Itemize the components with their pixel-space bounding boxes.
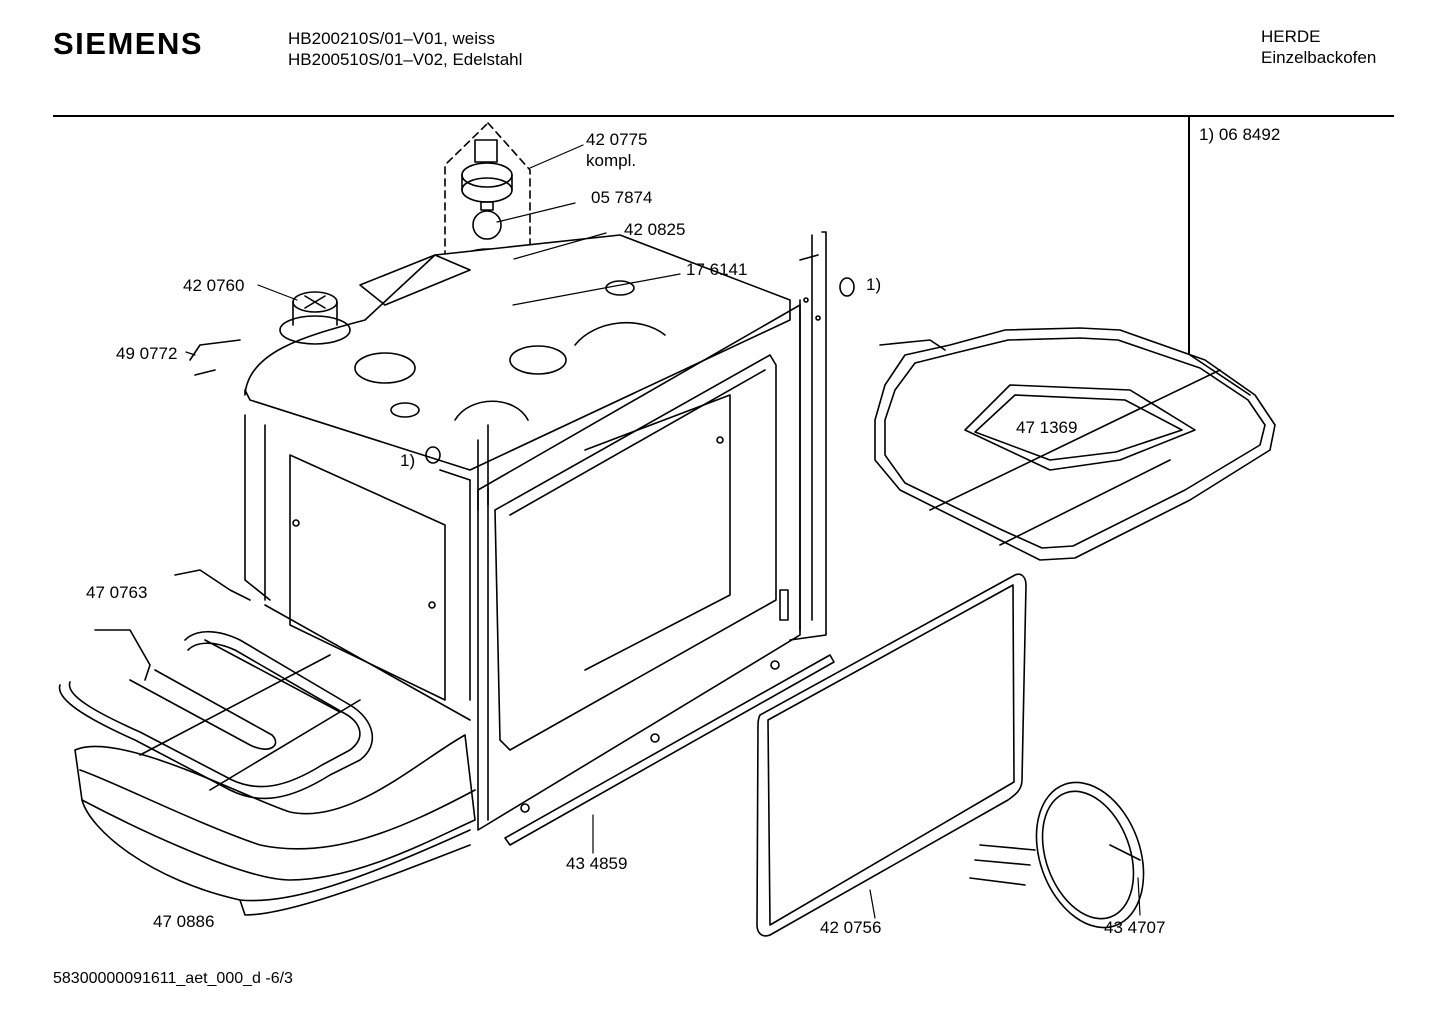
part-label-057874: 05 7874: [591, 188, 653, 207]
top-heating-element: [874, 327, 1276, 561]
screw-ref-left: [425, 446, 441, 464]
part-label-420756: 42 0756: [820, 918, 882, 937]
door-gasket: [756, 573, 1027, 937]
part-label-470763: 47 0763: [86, 583, 148, 602]
part-label-ref1-top: 1): [866, 275, 882, 294]
part-label-420775: 42 0775: [586, 130, 648, 149]
part-label-470886: 47 0886: [153, 912, 215, 931]
bottom-heating-element: [58, 569, 374, 800]
part-label-176141: 17 6141: [686, 260, 748, 279]
part-label-ref1-left: 1): [400, 451, 416, 470]
leader-lines: [185, 144, 1141, 919]
part-label-kompl: kompl.: [586, 151, 637, 170]
footnote: 1) 06 8492: [1199, 125, 1281, 144]
header-divider: [53, 115, 1394, 117]
part-label-434707: 43 4707: [1104, 918, 1166, 937]
oven-cavity: [244, 231, 827, 721]
brand-logo: SIEMENS: [53, 26, 204, 61]
footnote-divider: [1188, 115, 1190, 355]
category-line-2: Einzelbackofen: [1261, 48, 1377, 67]
part-label-420825: 42 0825: [624, 220, 686, 239]
document-id-footer: 58300000091611_aet_000_d -6/3: [53, 970, 293, 987]
screw-ref-top-right: [839, 277, 855, 297]
part-label-434859: 43 4859: [566, 854, 628, 873]
model-line-2: HB200510S/01–V02, Edelstahl: [288, 50, 523, 69]
fan-heating-element: [969, 781, 1145, 929]
lamp-bulb: [472, 201, 502, 240]
model-line-1: HB200210S/01–V01, weiss: [288, 29, 495, 48]
insulation-mat: [74, 734, 476, 916]
lamp-socket: [461, 139, 513, 203]
category-line-1: HERDE: [1261, 27, 1321, 46]
part-label-471369: 47 1369: [1016, 418, 1078, 437]
part-label-490772: 49 0772: [116, 344, 178, 363]
part-label-420760: 42 0760: [183, 276, 245, 295]
front-frame: [477, 304, 801, 831]
lamp-cover-420760: [279, 291, 351, 345]
front-rail: [504, 654, 835, 846]
fastener-clip-490772: [189, 339, 241, 376]
